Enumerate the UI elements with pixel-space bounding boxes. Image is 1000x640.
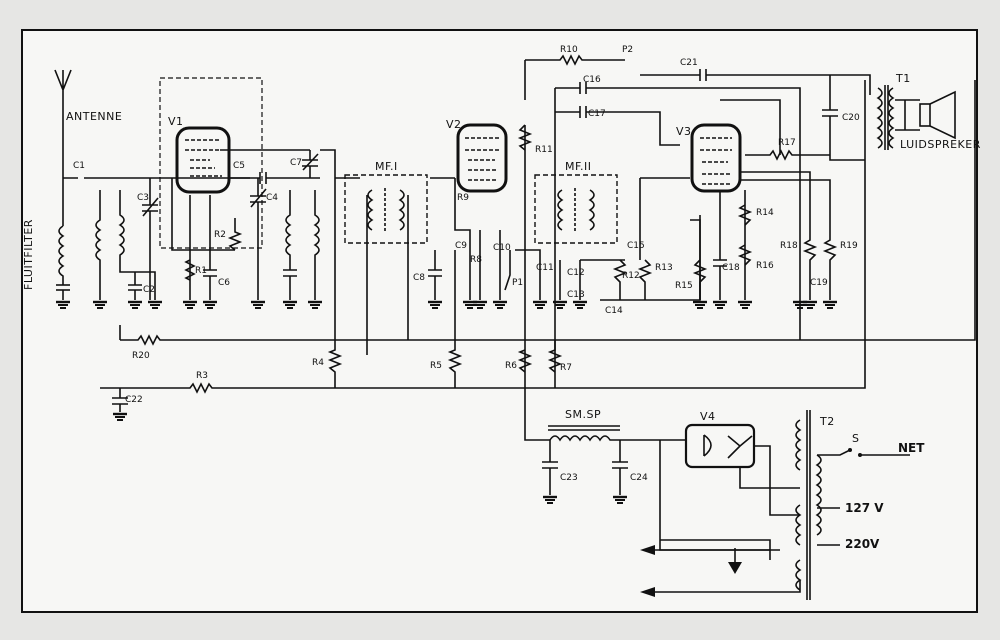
label-c23: C23 [560,473,578,483]
label-r8: R8 [470,255,482,265]
schematic-frame [21,29,978,613]
arrow-left-lower [640,587,655,597]
mf1-box [344,174,428,244]
label-mf1: MF.I [375,160,398,173]
tube-v1 [175,126,231,194]
label-t1: T1 [895,72,911,85]
label-r7: R7 [560,363,572,373]
label-c16: C16 [583,75,601,85]
label-antenne: ANTENNE [66,110,122,123]
label-c18: C18 [722,263,740,273]
label-t2: T2 [819,415,835,428]
label-c17: C17 [588,109,606,119]
label-c3: C3 [137,193,149,203]
label-r9: R9 [457,193,469,203]
label-c4: C4 [266,193,278,203]
label-r16: R16 [756,261,774,271]
shield-v1 [159,77,263,249]
arrow-left-upper [640,545,655,555]
label-c11: C11 [536,263,554,273]
label-c9: C9 [455,241,467,251]
label-c12: C12 [567,268,585,278]
label-mf2: MF.II [565,160,592,173]
label-smsp: SM.SP [565,408,601,421]
label-c7: C7 [290,158,302,168]
label-c24: C24 [630,473,648,483]
label-fluitfilter: FLUITFILTER [22,219,35,290]
label-v3: V3 [676,125,692,138]
label-r1: R1 [195,266,207,276]
label-v1: V1 [168,115,184,128]
label-r5: R5 [430,361,442,371]
label-luidspreker: LUIDSPREKER [900,138,981,151]
label-v4: V4 [700,410,716,423]
label-c10: C10 [493,243,511,253]
label-c13: C13 [567,290,585,300]
label-r15: R15 [675,281,693,291]
label-r6: R6 [505,361,517,371]
ground-triangle [728,562,742,574]
label-p1: P1 [512,278,523,288]
label-r4: R4 [312,358,324,368]
component-labels: ANTENNE FLUITFILTER LUIDSPREKER NET 127 … [22,45,981,551]
wiring [54,54,976,600]
mf2-box [534,174,618,244]
tube-v2 [456,123,508,193]
label-c6: C6 [218,278,230,288]
label-r17: R17 [778,138,796,148]
label-c20: C20 [842,113,860,123]
label-c8: C8 [413,273,425,283]
label-c14: C14 [605,306,623,316]
label-s: S [852,432,859,445]
label-c21: C21 [680,58,698,68]
antenna-symbol [54,69,72,178]
label-c15: C15 [627,241,645,251]
label-c2: C2 [143,285,155,295]
label-p2: P2 [622,45,633,55]
label-c22: C22 [125,395,143,405]
label-r20: R20 [132,351,150,361]
label-r13: R13 [655,263,673,273]
label-220v: 220V [845,537,880,551]
label-r3: R3 [196,371,208,381]
label-c5: C5 [233,161,245,171]
label-net: NET [898,441,925,455]
label-v2: V2 [446,118,462,131]
label-c1: C1 [73,161,85,171]
label-r11: R11 [535,145,553,155]
tube-v3 [690,123,742,193]
label-r10: R10 [560,45,578,55]
label-r18: R18 [780,241,798,251]
label-r2: R2 [214,230,226,240]
label-r12: R12 [622,271,640,281]
label-127v: 127 V [845,501,884,515]
label-r14: R14 [756,208,774,218]
label-c19: C19 [810,278,828,288]
label-r19: R19 [840,241,858,251]
